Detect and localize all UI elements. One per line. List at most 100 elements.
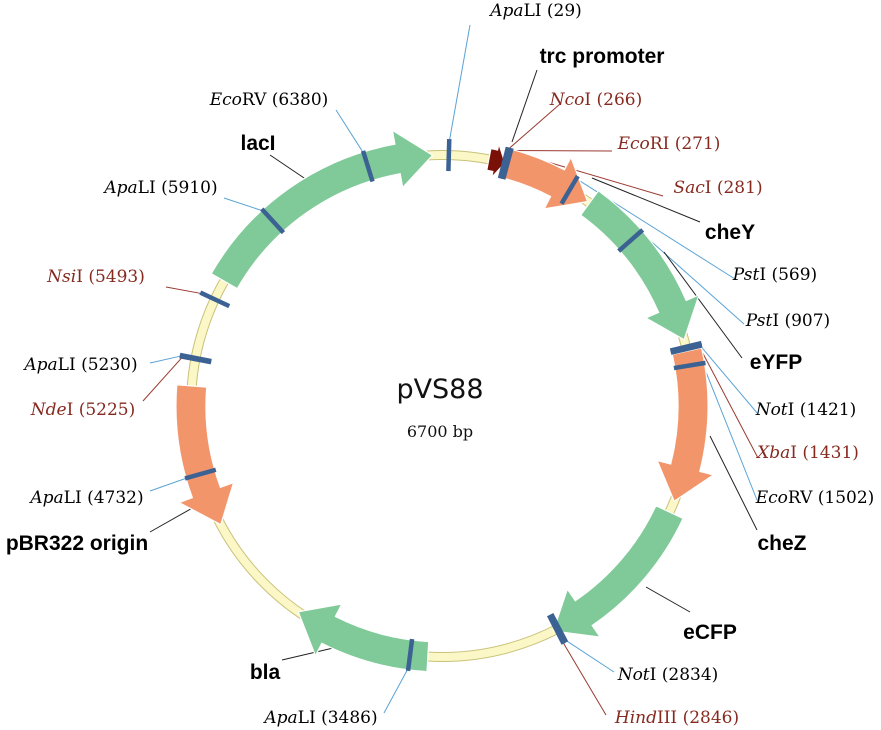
hindiii-2846-enzyme-rest: III xyxy=(657,708,683,728)
trc-promoter-arrow xyxy=(486,141,506,180)
apali-3486-enzyme-italic: Apa xyxy=(262,708,297,728)
saci-281-enzyme-italic: Sac xyxy=(673,178,705,198)
apali-29-enzyme-italic: Apa xyxy=(488,1,523,21)
ncoi-266-position: (266) xyxy=(597,90,643,110)
cheY-label: cheY xyxy=(705,221,755,244)
cheY-leader xyxy=(591,177,701,223)
ncoi-266-leader xyxy=(506,103,561,151)
cheZ-arrow xyxy=(656,347,715,503)
apali-5230-enzyme-rest: LI xyxy=(58,355,81,375)
xbai-1431-tick xyxy=(670,343,703,355)
noti-2834-leader xyxy=(564,639,615,673)
apali-5230-label: ApaLI (5230) xyxy=(22,355,137,375)
ncoi-266-enzyme-italic: Nco xyxy=(549,90,585,110)
apali-5230-enzyme-italic: Apa xyxy=(22,355,57,375)
eYFP-leader xyxy=(663,251,743,359)
hindiii-2846-position: (2846) xyxy=(683,708,740,728)
ecorv-1502-position: (1502) xyxy=(818,488,875,508)
feature-arrows xyxy=(175,129,715,673)
apali-29-leader xyxy=(448,24,471,143)
nsii-5493-enzyme-italic: Nsi xyxy=(46,267,76,287)
apali-4732-enzyme-italic: Apa xyxy=(28,488,63,508)
ecorv-1502-enzyme-rest: RV xyxy=(788,488,818,508)
noti-1421-leader xyxy=(698,343,759,415)
ndei-5225-label: NdeI (5225) xyxy=(30,400,135,420)
apali-5230-tick xyxy=(179,352,212,364)
site-ticks xyxy=(179,139,706,672)
ecorv-6380-position: (6380) xyxy=(272,90,329,110)
nsii-5493-label: NsiI (5493) xyxy=(46,267,145,287)
noti-1421-enzyme-rest: I xyxy=(788,400,800,420)
ndei-5225-enzyme-italic: Nde xyxy=(30,400,67,420)
apali-5910-label: ApaLI (5910) xyxy=(102,178,217,198)
ecori-271-enzyme-rest: RI xyxy=(650,134,675,154)
saci-281-label: SacI (281) xyxy=(673,178,762,198)
noti-2834-tick xyxy=(549,612,569,644)
apali-5910-enzyme-italic: Apa xyxy=(102,178,137,198)
noti-1421-tick xyxy=(669,340,702,353)
xbai-1431-position: (1431) xyxy=(802,443,859,463)
apali-5230-position: (5230) xyxy=(81,355,138,375)
ecori-271-position: (271) xyxy=(675,134,721,154)
bla-arrow xyxy=(297,603,430,673)
apali-4732-tick xyxy=(184,467,217,481)
hindiii-2846-tick xyxy=(546,614,566,645)
apali-29-enzyme-rest: LI xyxy=(523,1,546,21)
lacI-leader xyxy=(269,154,311,183)
bla-label: bla xyxy=(250,661,281,684)
pBR322-origin-label: pBR322 origin xyxy=(6,532,148,555)
trc-promoter-leader xyxy=(511,69,538,143)
apali-4732-position: (4732) xyxy=(87,488,144,508)
apali-3486-position: (3486) xyxy=(321,708,378,728)
psti-907-leader xyxy=(640,231,745,325)
ndei-5225-position: (5225) xyxy=(79,400,136,420)
ndei-5225-leader xyxy=(142,356,184,402)
psti-569-tick xyxy=(559,174,580,205)
apali-29-position: (29) xyxy=(547,1,582,21)
noti-2834-position: (2834) xyxy=(662,665,719,685)
apali-3486-leader xyxy=(383,667,409,714)
ncoi-266-enzyme-rest: I xyxy=(584,90,596,110)
apali-5910-leader xyxy=(223,197,264,212)
ecorv-6380-label: EcoRV (6380) xyxy=(209,90,329,110)
cheZ-leader xyxy=(709,435,758,531)
noti-2834-enzyme-rest: I xyxy=(650,665,662,685)
apali-29-tick xyxy=(446,139,452,172)
nsii-5493-tick xyxy=(199,290,231,309)
psti-569-enzyme-rest: I xyxy=(759,265,771,285)
apali-5230-leader xyxy=(149,355,183,364)
psti-907-enzyme-rest: I xyxy=(772,311,784,331)
ecorv-1502-label: EcoRV (1502) xyxy=(755,488,875,508)
apali-3486-enzyme-rest: LI xyxy=(298,708,321,728)
ndei-5225-enzyme-rest: I xyxy=(67,400,79,420)
noti-1421-position: (1421) xyxy=(800,400,857,420)
apali-4732-leader xyxy=(149,477,189,492)
xbai-1431-enzyme-rest: I xyxy=(790,443,802,463)
ecorv-1502-enzyme-italic: Eco xyxy=(755,488,788,508)
psti-907-enzyme-italic: Pst xyxy=(745,311,773,331)
eYFP-label: eYFP xyxy=(750,351,803,374)
ecori-271-leader xyxy=(508,149,613,152)
psti-569-enzyme-italic: Pst xyxy=(732,265,760,285)
saci-281-tick xyxy=(501,147,514,180)
ecorv-6380-tick xyxy=(360,150,375,183)
apali-3486-tick xyxy=(405,638,415,672)
leader-lines xyxy=(142,24,759,716)
xbai-1431-leader xyxy=(698,345,759,459)
ecori-271-enzyme-italic: Eco xyxy=(617,134,650,154)
ecorv-1502-leader xyxy=(702,363,758,501)
hindiii-2846-leader xyxy=(561,640,607,716)
ecorv-6380-enzyme-italic: Eco xyxy=(209,90,242,110)
pBR322-origin-arrow xyxy=(175,384,235,526)
apali-3486-label: ApaLI (3486) xyxy=(262,708,377,728)
psti-907-label: PstI (907) xyxy=(745,311,830,331)
eYFP-arrow xyxy=(579,189,700,341)
psti-907-tick xyxy=(617,228,645,253)
xbai-1431-label: XbaI (1431) xyxy=(755,443,859,463)
apali-4732-label: ApaLI (4732) xyxy=(28,488,143,508)
noti-1421-enzyme-italic: Not xyxy=(755,400,788,420)
nsii-5493-leader xyxy=(165,286,204,295)
ecorv-6380-leader xyxy=(335,109,365,155)
trc-promoter-label: trc promoter xyxy=(540,45,665,68)
